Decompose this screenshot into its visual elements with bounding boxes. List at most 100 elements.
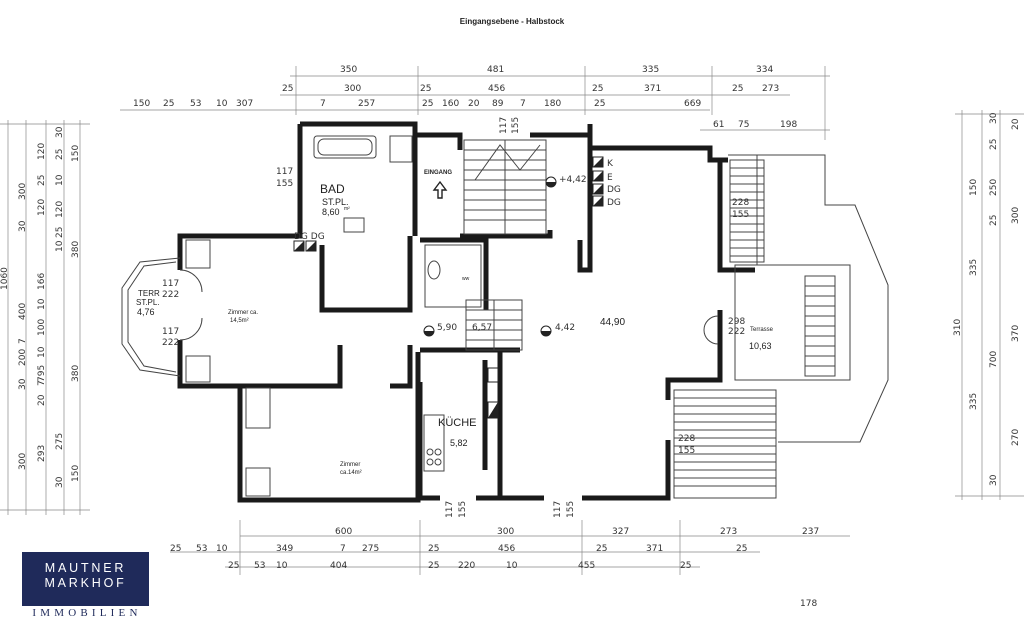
- dim-bot2-b: 53: [196, 544, 207, 554]
- dim-left5-b: 7: [37, 380, 47, 386]
- bad-area-unit: m²: [344, 206, 350, 212]
- dim-bot3-h: 455: [578, 561, 595, 571]
- level-442b: 4,42: [555, 323, 575, 333]
- dim-bot2-g: 25: [428, 544, 439, 554]
- dim-bot1-c: 327: [612, 527, 629, 537]
- dim-top2-f: 371: [644, 84, 661, 94]
- dim-bot2-a: 25: [170, 544, 181, 554]
- bath-cabinet: [389, 135, 413, 163]
- dim-top3-b: 25: [163, 99, 174, 109]
- dim-bot1-a: 600: [335, 527, 352, 537]
- bot-dim-a2: 155: [458, 501, 468, 518]
- dim-left3-b: 10: [55, 174, 65, 186]
- dim-right1-f: 30: [989, 474, 999, 486]
- wc-room: [424, 244, 482, 308]
- dim-left3-c: 120: [55, 201, 65, 218]
- kueche-name: KÜCHE: [438, 417, 477, 429]
- dim-right2-c: 250: [989, 179, 999, 196]
- dim-left4-e: 150: [71, 465, 81, 482]
- dim-top3-o: 669: [684, 99, 701, 109]
- dim-top2-c: 25: [420, 84, 431, 94]
- dim-top3-n: 25: [594, 99, 605, 109]
- zimmer2-name: Zimmer: [340, 462, 360, 468]
- door-lower-w: 228: [678, 434, 695, 444]
- dim-left2-c: 166: [37, 273, 47, 290]
- dim-left1-d: 200: [18, 349, 28, 366]
- dim-left2-g: 795: [37, 365, 47, 382]
- terr-left-area: 4,76: [137, 307, 155, 317]
- dim-left3-f: 380: [71, 241, 81, 258]
- logo-line2: MARKHOF: [44, 576, 127, 590]
- stair-dim-b: 155: [511, 117, 521, 134]
- dim-left2-a: 300: [18, 183, 28, 200]
- dim-top1-d: 334: [756, 65, 773, 75]
- dim-top4-a: 61: [713, 120, 724, 130]
- dim-left4-b: 25: [55, 149, 65, 160]
- dim-right3-b: 20: [1011, 118, 1021, 130]
- dim-bot2-c: 10: [216, 544, 228, 554]
- dim-top1-a: 350: [340, 65, 357, 75]
- logo-line1: MAUTNER: [44, 561, 127, 575]
- zimmer2-area: ca.14m²: [340, 470, 362, 476]
- zimmer1-name: Zimmer ca.: [228, 310, 258, 316]
- dim-left2-d: 10: [37, 298, 47, 310]
- wardrobes: [185, 239, 271, 497]
- dim-right1-c: 310: [953, 319, 963, 336]
- bot-dim-b2: 155: [566, 501, 576, 518]
- dim-bot2-f: 275: [362, 544, 379, 554]
- dim-bot3-d: 404: [330, 561, 347, 571]
- dim-left4-c: 120: [37, 199, 47, 216]
- dim-left1-c: 7: [18, 338, 28, 344]
- wohnen-area: 44,90: [600, 317, 625, 328]
- dim-left2-e: 100: [37, 319, 47, 336]
- dim-bot2-e: 7: [340, 544, 346, 554]
- bath-sink: [343, 217, 365, 233]
- entrance-arrow-icon: [432, 180, 448, 199]
- dim-top4-c: 198: [780, 120, 797, 130]
- dim-right1-b: 335: [969, 259, 979, 276]
- door-bay2-w: 117: [162, 327, 179, 337]
- dim-top1-b: 481: [487, 65, 504, 75]
- door-bad-h: 155: [276, 179, 293, 189]
- walls: [121, 121, 755, 503]
- door-lower-h: 155: [678, 446, 695, 456]
- dim-right2-b: 25: [989, 139, 999, 150]
- stair-entrance: [463, 139, 547, 235]
- dim-bot2-d: 349: [276, 544, 293, 554]
- dim-top4-b: 75: [738, 120, 749, 130]
- dim-bot3-b: 53: [254, 561, 265, 571]
- wc-label: ww: [462, 276, 470, 282]
- dim-bot2-h: 456: [498, 544, 515, 554]
- door-stair-w: 228: [732, 198, 749, 208]
- dim-left1-b: 400: [18, 303, 28, 320]
- dim-top3-d: 10: [216, 99, 228, 109]
- dim-left-texts: 1060 400 7 200 30 300 300 30 166 10 100 …: [0, 126, 81, 488]
- dim-right-texts: 150 335 310 700 335 30 30 25 250 25 370 …: [953, 112, 1021, 486]
- dim-top3-g: 257: [358, 99, 375, 109]
- logo-subtitle: IMMOBILIEN: [32, 607, 142, 619]
- level-657: 6,57: [472, 323, 492, 333]
- bot-dim-b1: 117: [553, 501, 563, 518]
- dim-bot1-e: 237: [802, 527, 819, 537]
- dim-left2-i: 293: [37, 445, 47, 462]
- door-bay1-w: 117: [162, 279, 179, 289]
- door-bay2-h: 222: [162, 338, 179, 348]
- dim-right1-a: 150: [969, 179, 979, 196]
- dim-bot2-i: 25: [596, 544, 607, 554]
- bad-name: BAD: [320, 182, 345, 196]
- dim-top3-e: 307: [236, 99, 253, 109]
- dim-left2-h: 20: [37, 394, 47, 406]
- kueche-area: 5,82: [450, 438, 468, 448]
- door-swings: [179, 269, 719, 345]
- door-bad-w: 117: [276, 167, 293, 177]
- dim-bot3-a: 25: [228, 561, 239, 571]
- dim-top3-i: 160: [442, 99, 459, 109]
- dim-right2-f: 270: [1011, 429, 1021, 446]
- door-terrace-w: 298: [728, 317, 745, 327]
- dim-bot1-b: 300: [497, 527, 514, 537]
- label-k: K: [607, 159, 614, 169]
- dimension-lines-bottom: [170, 520, 850, 575]
- label-dgdg: DG DG: [294, 232, 325, 242]
- dim-bot4-a: 178: [800, 599, 817, 609]
- label-dg1: DG: [607, 185, 621, 195]
